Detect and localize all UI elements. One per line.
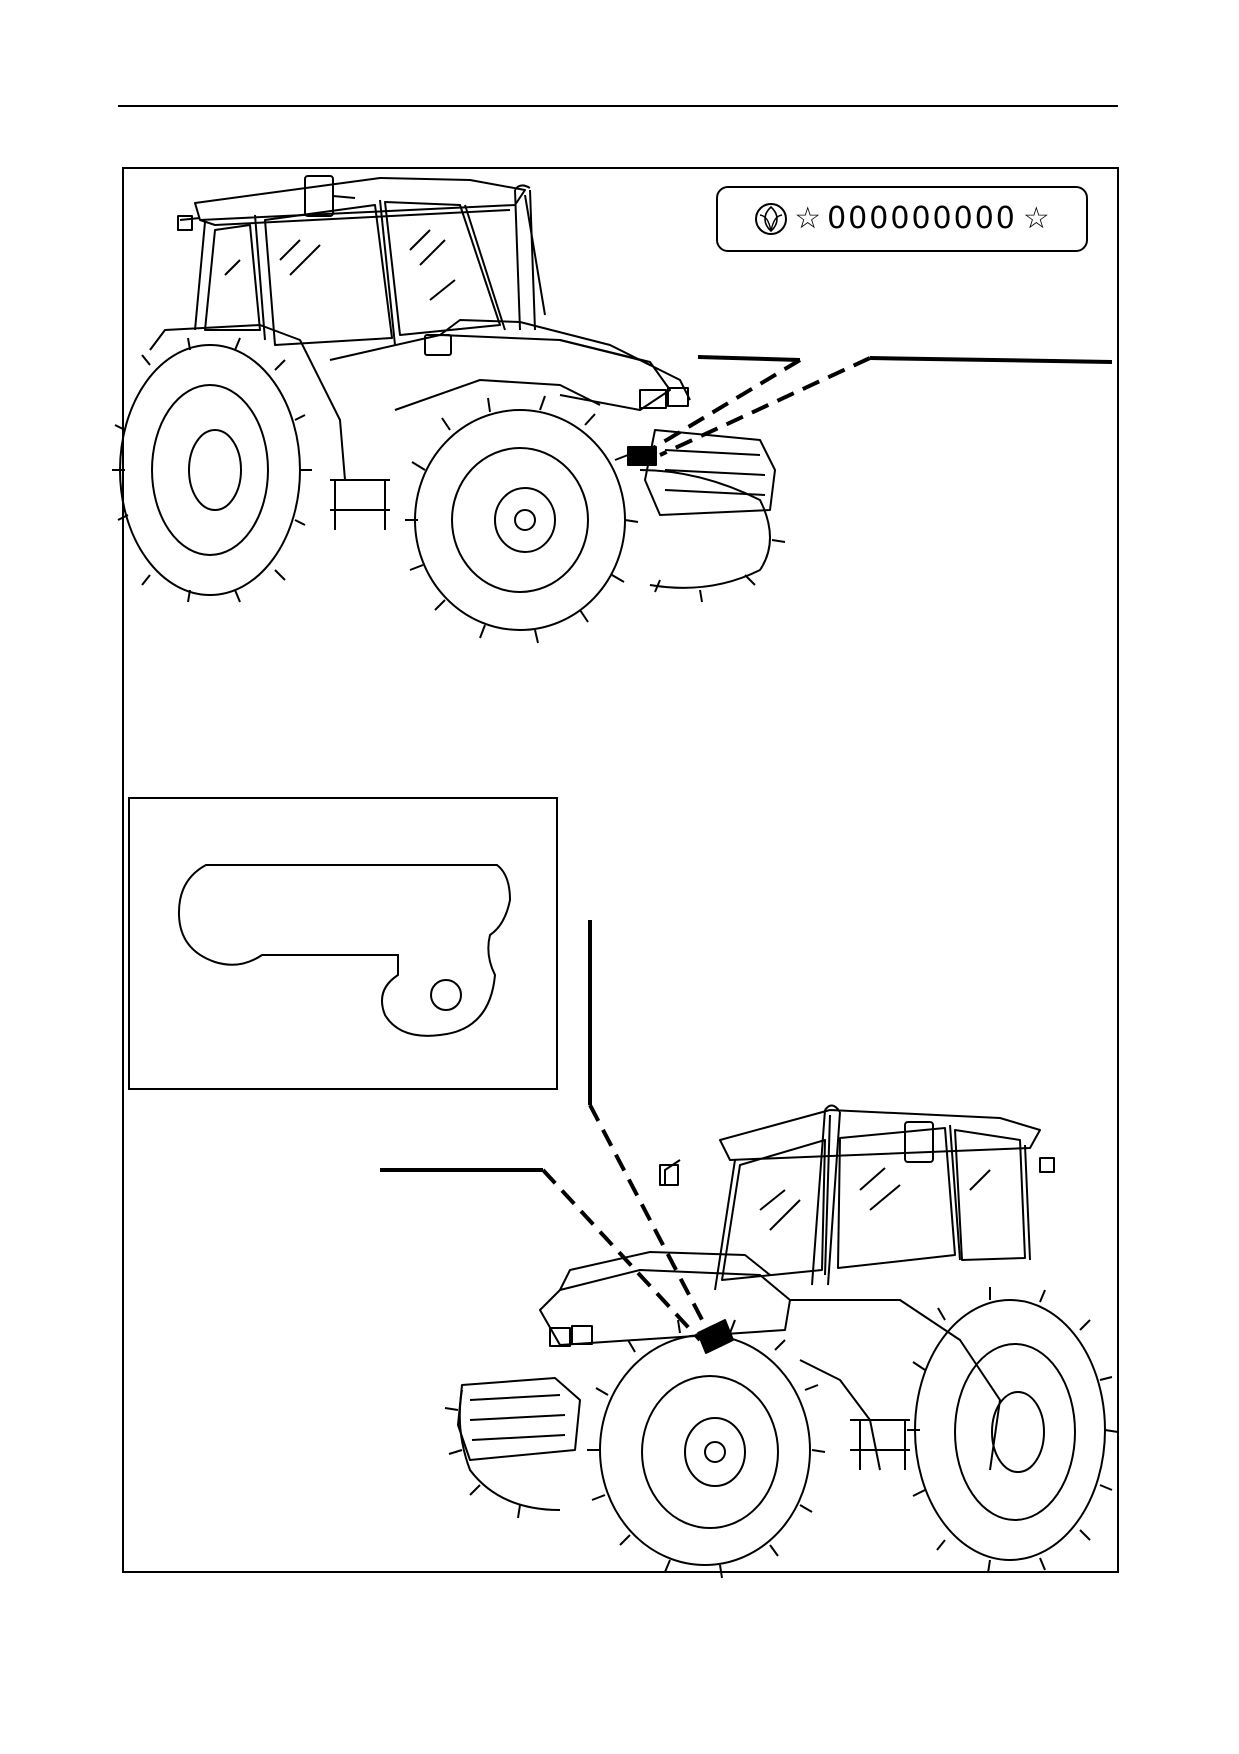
serial-number-plate: ☆ 000000000 ☆ [716, 186, 1088, 252]
star-right: ☆ [1022, 201, 1050, 236]
detail-inset [128, 797, 558, 1090]
header-rule [118, 105, 1118, 107]
serial-number: 000000000 [827, 201, 1017, 236]
leaf-emblem-icon [754, 202, 788, 236]
bottom-leader-lines [380, 920, 712, 1342]
bottom-tractor-drawing [444, 1104, 1119, 1579]
star-left: ☆ [794, 201, 822, 236]
inset-shape-outline [177, 864, 512, 1037]
top-leader-lines [648, 355, 1113, 457]
figure-frame [122, 167, 1119, 1573]
top-tractor-drawing [112, 175, 786, 644]
